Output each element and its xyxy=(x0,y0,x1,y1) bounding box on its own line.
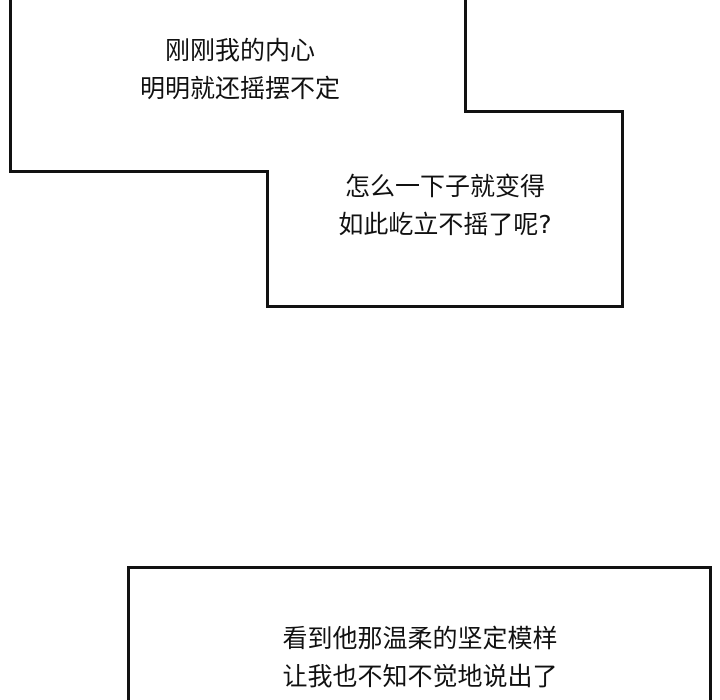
caption-box-border xyxy=(709,566,712,700)
caption-2-line-2: 如此屹立不摇了呢? xyxy=(338,210,552,239)
caption-box-border xyxy=(127,566,130,700)
caption-box-border xyxy=(621,110,624,308)
caption-1-line-1: 刚刚我的内心 xyxy=(164,36,315,65)
caption-box-border xyxy=(127,566,712,569)
caption-box-border xyxy=(464,110,624,113)
caption-1-line-2: 明明就还摇摆不定 xyxy=(139,74,340,103)
caption-3-line-2: 让我也不知不觉地说出了 xyxy=(282,662,558,691)
caption-3: 看到他那温柔的坚定模样 让我也不知不觉地说出了 xyxy=(220,620,620,696)
caption-box-border xyxy=(9,0,12,173)
caption-1: 刚刚我的内心 明明就还摇摆不定 xyxy=(100,32,380,108)
caption-3-line-1: 看到他那温柔的坚定模样 xyxy=(282,624,558,653)
caption-box-border xyxy=(9,170,269,173)
caption-box-border xyxy=(266,170,269,308)
caption-2: 怎么一下子就变得 如此屹立不摇了呢? xyxy=(300,168,590,244)
caption-2-line-1: 怎么一下子就变得 xyxy=(344,172,545,201)
caption-box-border xyxy=(464,0,467,113)
caption-box-border xyxy=(266,305,624,308)
